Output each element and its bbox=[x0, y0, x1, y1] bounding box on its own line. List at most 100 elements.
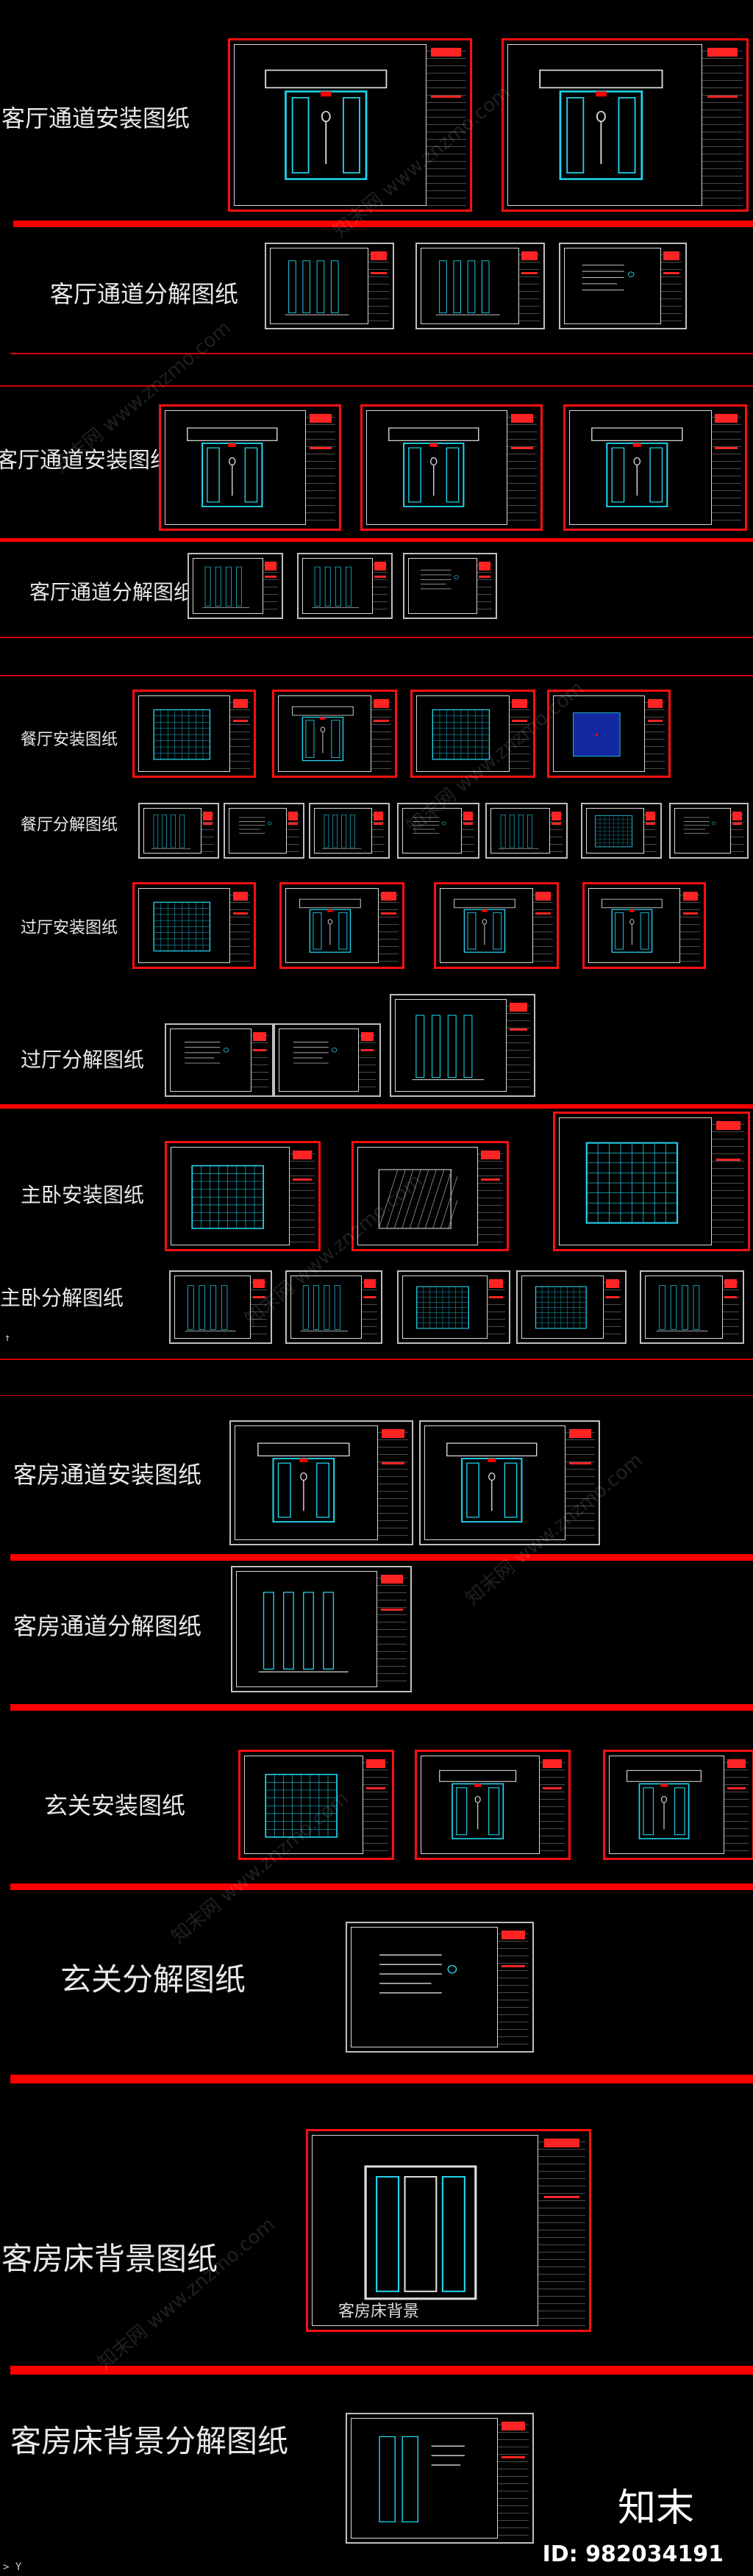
cad-drawing bbox=[320, 812, 363, 851]
title-block bbox=[229, 888, 250, 963]
drawing-sheet[interactable] bbox=[640, 1270, 744, 1344]
drawing-sheet[interactable] bbox=[132, 882, 256, 969]
cad-drawing bbox=[587, 423, 688, 514]
company-logo-icon bbox=[203, 812, 213, 820]
drawing-sheet[interactable] bbox=[410, 690, 535, 778]
title-block-rule bbox=[374, 720, 389, 723]
drawing-sheet[interactable] bbox=[159, 404, 341, 531]
drawing-sheet[interactable] bbox=[229, 1420, 413, 1545]
cad-drawing bbox=[435, 1767, 520, 1845]
title-block bbox=[371, 808, 385, 854]
drawing-sheet[interactable] bbox=[419, 1420, 600, 1545]
cad-drawing bbox=[531, 1281, 591, 1334]
cad-drawing bbox=[296, 896, 364, 957]
cad-drawing bbox=[563, 704, 630, 765]
drawing-sheet[interactable] bbox=[351, 1141, 509, 1251]
cad-drawing bbox=[182, 423, 282, 514]
section-title-1: 客厅通道安装图纸 bbox=[1, 104, 190, 132]
title-block-rule bbox=[707, 96, 738, 99]
drawing-sheet[interactable] bbox=[306, 2129, 591, 2332]
section-title-15: 客房床背景图纸 bbox=[1, 2241, 218, 2277]
title-block bbox=[506, 999, 530, 1092]
drawing-sheet[interactable] bbox=[415, 1750, 571, 1860]
drawing-sheet[interactable] bbox=[231, 1566, 412, 1692]
drawing-sheet[interactable] bbox=[397, 803, 479, 859]
drawing-sheet[interactable] bbox=[132, 690, 256, 778]
drawing-sheet[interactable] bbox=[563, 404, 747, 531]
company-logo-icon bbox=[509, 1003, 528, 1012]
drawing-sheet[interactable] bbox=[397, 1270, 510, 1344]
drawing-sheet[interactable] bbox=[279, 882, 404, 969]
drawing-sheet[interactable] bbox=[165, 1023, 274, 1097]
title-block-rule bbox=[374, 822, 383, 825]
drawing-sheet[interactable] bbox=[297, 553, 393, 619]
drawing-sheet[interactable] bbox=[188, 553, 283, 619]
company-logo-icon bbox=[715, 1121, 740, 1130]
drawing-sheet[interactable] bbox=[434, 882, 559, 969]
drawing-sheet[interactable] bbox=[238, 1750, 394, 1860]
drawing-sheet[interactable] bbox=[603, 1750, 753, 1860]
drawing-sheet[interactable] bbox=[224, 803, 304, 859]
image-id-label: ID: 982034191 bbox=[542, 2541, 724, 2567]
title-block-rule bbox=[252, 1295, 265, 1298]
drawing-sheet[interactable] bbox=[553, 1112, 750, 1251]
drawing-sheet[interactable] bbox=[669, 803, 749, 859]
title-block bbox=[200, 808, 214, 854]
drawing-sheet[interactable] bbox=[346, 2413, 534, 2544]
section-divider bbox=[0, 385, 753, 387]
cad-drawing bbox=[253, 1439, 354, 1529]
drawing-sheet[interactable] bbox=[390, 994, 535, 1097]
title-block-rule bbox=[360, 1048, 374, 1051]
title-block-rule bbox=[715, 1158, 740, 1161]
company-logo-icon bbox=[380, 1575, 404, 1584]
diagonal-watermark: 知末网 www.znzmo.com bbox=[93, 2214, 279, 2375]
title-block bbox=[549, 808, 563, 854]
company-logo-icon bbox=[727, 1759, 746, 1768]
title-block bbox=[377, 1425, 408, 1540]
company-logo-icon bbox=[606, 1279, 620, 1288]
drawing-sheet[interactable] bbox=[274, 1023, 381, 1097]
title-block-rule bbox=[203, 822, 213, 825]
drawing-sheet[interactable] bbox=[502, 38, 749, 212]
cad-drawing bbox=[182, 1281, 238, 1334]
company-logo-icon bbox=[371, 251, 387, 260]
company-logo-icon bbox=[374, 699, 389, 708]
title-block bbox=[288, 1147, 315, 1245]
title-block-rule bbox=[535, 912, 551, 915]
cad-drawing bbox=[185, 1158, 270, 1237]
title-block bbox=[250, 1028, 268, 1092]
drawing-sheet[interactable] bbox=[582, 882, 706, 969]
section-title-3: 客厅通道安装图纸 bbox=[0, 448, 172, 473]
title-block bbox=[378, 888, 399, 963]
drawing-sheet[interactable] bbox=[346, 1922, 534, 2053]
title-block-rule bbox=[288, 822, 298, 825]
drawing-sheet[interactable] bbox=[403, 553, 497, 619]
company-logo-icon bbox=[543, 2139, 580, 2147]
drawing-sheet[interactable] bbox=[547, 690, 671, 778]
title-block-rule bbox=[293, 1178, 312, 1181]
drawing-sheet[interactable] bbox=[360, 404, 543, 531]
ucs-axis-icon: > Y bbox=[3, 2561, 22, 2573]
drawing-sheet[interactable] bbox=[272, 690, 397, 778]
drawing-sheet[interactable] bbox=[559, 243, 687, 329]
drawing-sheet[interactable] bbox=[138, 803, 219, 859]
drawing-sheet[interactable] bbox=[228, 38, 472, 212]
drawing-sheet[interactable] bbox=[581, 803, 662, 859]
ucs-axis-icon: ↑ bbox=[4, 1332, 11, 1344]
drawing-sheet[interactable] bbox=[415, 243, 545, 329]
drawing-sheet[interactable] bbox=[285, 1270, 382, 1344]
drawing-sheet[interactable] bbox=[485, 803, 568, 859]
drawing-sheet[interactable] bbox=[165, 1141, 321, 1251]
title-block-rule bbox=[431, 96, 462, 99]
drawing-sheet[interactable] bbox=[169, 1270, 272, 1344]
drawing-sheet[interactable] bbox=[516, 1270, 627, 1344]
drawing-sheet[interactable] bbox=[309, 803, 390, 859]
drawing-sheet[interactable] bbox=[265, 243, 394, 329]
cad-drawing bbox=[282, 256, 352, 318]
company-logo-icon bbox=[232, 699, 248, 708]
company-logo-icon bbox=[288, 812, 298, 820]
title-block bbox=[477, 1147, 503, 1245]
cad-drawing bbox=[298, 1281, 351, 1334]
title-block-rule bbox=[489, 1295, 504, 1298]
company-logo-icon bbox=[646, 812, 655, 820]
